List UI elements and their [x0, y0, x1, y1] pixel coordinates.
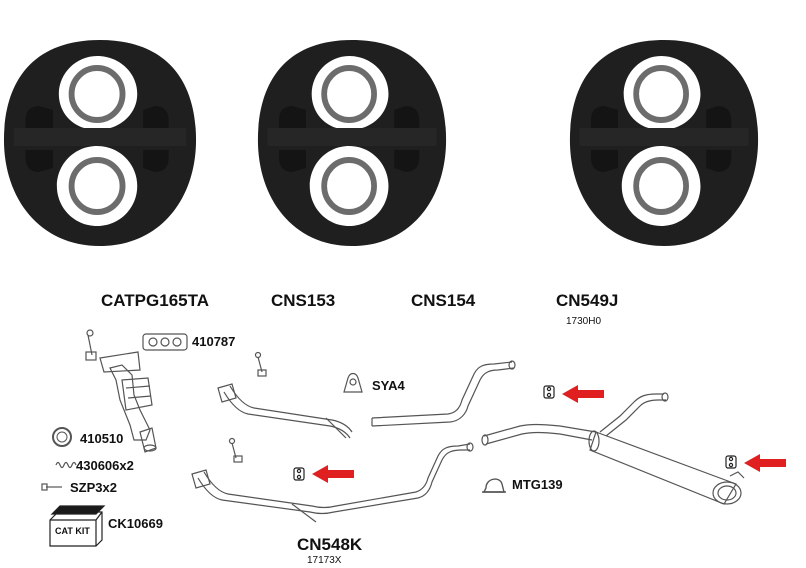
red-arrow-icon	[562, 385, 604, 403]
rubber-mount-icon	[4, 40, 196, 246]
part-ck10669: CK10669	[108, 516, 163, 531]
front-pipe-icon	[217, 351, 353, 439]
header-cn548k: CN548K	[297, 535, 363, 554]
front-pipe-icon	[191, 437, 474, 523]
cat-kit-box-label: CAT KIT	[55, 526, 90, 536]
hanger-icon	[543, 385, 555, 399]
header-cns154: CNS154	[411, 291, 476, 310]
rubber-mount-icon	[258, 40, 446, 246]
hanger-icon	[293, 467, 305, 481]
mid-pipe-icon	[371, 360, 516, 427]
part-szp3: SZP3x2	[70, 480, 117, 495]
silencer-icon	[481, 392, 745, 505]
part-430606: 430606x2	[76, 458, 134, 473]
bolt-icon	[41, 483, 62, 491]
rubber-mount-icon	[570, 40, 758, 246]
red-arrow-icon	[312, 465, 354, 483]
gasket-icon	[142, 333, 188, 351]
header-cn549j: CN549J	[556, 291, 619, 310]
red-arrow-icon	[744, 454, 786, 472]
header-cn549j-sub: 1730H0	[566, 316, 602, 327]
part-mtg139: MTG139	[512, 477, 563, 492]
cat-kit-box-icon	[49, 505, 106, 547]
part-sya4: SYA4	[372, 378, 405, 393]
hanger-icon	[725, 455, 737, 469]
spring-icon	[55, 461, 77, 469]
header-cn548k-sub: 17173X	[307, 555, 342, 566]
ring-gasket-icon	[52, 427, 72, 447]
part-410787: 410787	[192, 334, 236, 349]
mounting-bracket-icon	[343, 372, 363, 393]
clamp-icon	[482, 478, 506, 493]
catalytic-converter-icon	[85, 329, 157, 453]
header-cns153: CNS153	[271, 291, 336, 310]
part-410510: 410510	[80, 431, 124, 446]
header-catpg165ta: CATPG165TA	[101, 291, 210, 310]
